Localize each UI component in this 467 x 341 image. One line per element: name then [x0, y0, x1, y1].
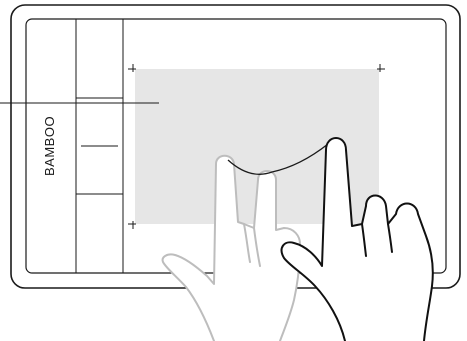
brand-logo: BAMBOO [42, 116, 57, 176]
hand-pinch-end-icon [280, 137, 434, 341]
pinch-trajectory-arc [227, 143, 329, 175]
